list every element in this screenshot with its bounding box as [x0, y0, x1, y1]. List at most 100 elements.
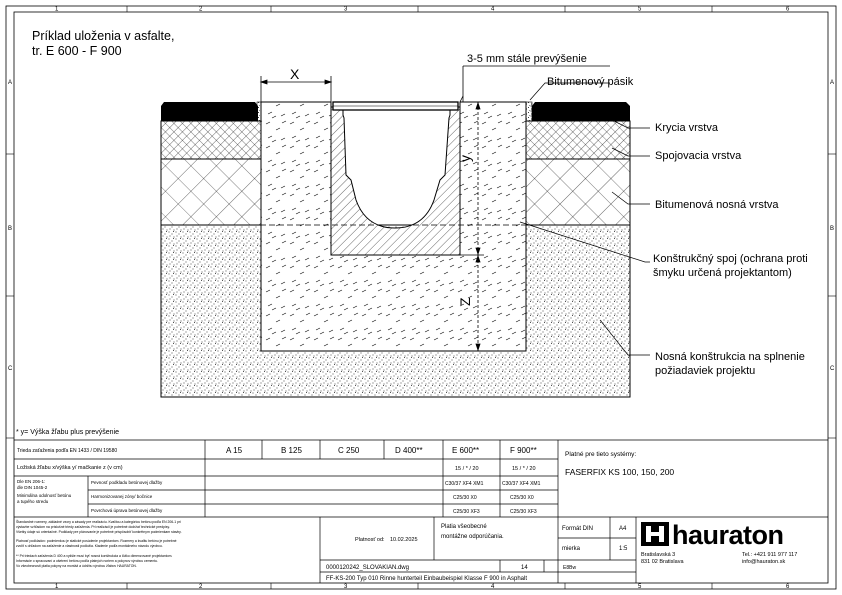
company-name: hauraton: [672, 520, 784, 550]
format-val: A4: [619, 526, 627, 532]
company-addr1: Bratislavská 3: [641, 552, 675, 558]
col-label-2b: 2: [199, 584, 203, 590]
row-label-b: B: [8, 226, 12, 232]
col-label-3: 3: [344, 7, 348, 13]
label-support-1: Nosná konštrukcia na splnenie: [655, 351, 805, 363]
overhang-indicator: [459, 65, 610, 103]
col-label-5: 5: [638, 7, 642, 13]
class-f900: F 900**: [510, 446, 537, 455]
dimension-x-label: X: [290, 66, 300, 82]
cover-layer-left: [161, 102, 258, 121]
col-label-4: 4: [491, 7, 495, 13]
row-lat-label: Harmonizovanej zóny/ bočnice: [91, 494, 153, 499]
binder-layer-left: [160, 120, 262, 160]
hauraton-logo: hauraton: [641, 520, 784, 550]
col-label-1b: 1: [55, 584, 59, 590]
row-fill-label: Povrchová úprava betónovej dlažby: [91, 508, 163, 513]
base-layer-left: [160, 158, 262, 226]
note-2b: zvoliť s ohľadom na zaťaženie a vlastnos…: [16, 544, 163, 548]
col-label-3b: 3: [344, 584, 348, 590]
footer-title: FF-KS-200 Typ 010 Rinne hunterteil Einba…: [326, 576, 527, 582]
row-foundation-e600: C30/37 XF4 XM1: [445, 481, 484, 487]
row-xyz-e600: 15 / * / 20: [455, 466, 479, 472]
col-label-5b: 5: [638, 584, 642, 590]
note-3c: Vo všeobecnosti platia pokyny na montáž …: [16, 564, 137, 568]
row-label-a-right: A: [830, 80, 834, 86]
title-line-2: tr. E 600 - F 900: [32, 44, 122, 58]
row-xyz-label: Ložiská žľabu x/výška y/ mačkanie z (v c…: [17, 465, 123, 471]
table-class-header: Trieda zaťaženia podľa EN 1433 / DIN 195…: [17, 448, 117, 454]
label-overhang: 3-5 mm stále prevýšenie: [467, 53, 587, 65]
scale-label: mierka: [562, 546, 581, 552]
row-foundation-label: Pevnosť podkladu betónovej dlažby: [91, 480, 163, 485]
base-layer-right: [525, 158, 631, 226]
footnote: * y= Výška žľabu plus prevýšenie: [16, 429, 119, 436]
spec-table: [14, 439, 828, 583]
col-label-6b: 6: [786, 584, 790, 590]
col-label-2: 2: [199, 7, 203, 13]
row-foundation-f900: C30/37 XF4 XM1: [502, 481, 541, 487]
label-support-2: požiadaviek projektu: [655, 365, 755, 377]
cover-layer-right: [532, 102, 630, 121]
plate-note-1: Platia všeobecné: [441, 524, 487, 530]
note-3b: Informácie o spracovaní a ošetrení betón…: [16, 559, 158, 563]
class-e600: E 600**: [452, 446, 479, 455]
status: E8Bw: [563, 565, 576, 571]
notes: Štandardné rozmery, základné vzory a zás…: [16, 519, 182, 568]
doc-number: 0000120242_SLOVAKIAN.dwg: [326, 565, 409, 571]
scale-val: 1:5: [619, 546, 628, 552]
side-label-4: a tupého stredu: [17, 499, 49, 504]
note-1a: Štandardné rozmery, základné vzory a zás…: [16, 519, 181, 524]
note-2a: Platnosť podkladov: podmienkou je static…: [16, 539, 177, 543]
dimension-z-label: Z: [457, 297, 473, 306]
note-1c: Všetky údaje sú orientačné. Podklady pre…: [16, 530, 182, 534]
row-label-b-right: B: [830, 226, 834, 232]
label-joint-2: šmyku určená projektantom): [653, 267, 792, 279]
class-b125: B 125: [281, 446, 302, 455]
row-lat-f900: C25/30 X0: [510, 495, 534, 501]
dimension-yz: [460, 101, 484, 352]
company-addr2: 831 02 Bratislava: [641, 559, 684, 565]
binder-layer-right: [525, 120, 631, 160]
inner-frame: [13, 11, 829, 584]
plate-date: 10.02.2025: [390, 537, 418, 543]
company-email: info@hauraton.sk: [742, 559, 785, 565]
valid-systems: FASERFIX KS 100, 150, 200: [565, 467, 674, 477]
row-label-a: A: [8, 80, 12, 86]
bitumen-strip-right: [525, 101, 533, 122]
row-label-c: C: [8, 366, 13, 372]
company-phone: Tel.: +421 911 977 117: [742, 552, 797, 558]
label-binder-layer: Spojovacia vrstva: [655, 150, 742, 162]
class-c250: C 250: [338, 446, 360, 455]
side-label-1: Dle EN 206-1:: [17, 479, 45, 484]
side-label-2: dle DIN 1045-2: [17, 485, 48, 490]
plate-note-2: montážne odporúčania.: [441, 534, 504, 540]
class-d400: D 400**: [395, 446, 423, 455]
grid-labels: 1 2 3 4 5 6 1 2 3 4 5 6 A B C A B C: [8, 7, 835, 591]
sheet-number: 14: [521, 565, 528, 571]
note-3a: ** Pri triedach zaťaženia D 400 a vyššie…: [16, 554, 172, 558]
note-1b: výstavbe vzhľadom na príslušné triedy za…: [16, 525, 170, 529]
leader-lines: [519, 82, 650, 356]
row-xyz-f900: 15 / * / 20: [512, 466, 536, 472]
col-label-4b: 4: [491, 584, 495, 590]
row-label-c-right: C: [830, 366, 835, 372]
label-base-layer: Bitumenová nosná vrstva: [655, 199, 779, 211]
dimension-y-label: y: [457, 155, 473, 162]
label-bitumen-strip: Bitumenový pásik: [547, 76, 634, 88]
row-lat-e600: C25/30 X0: [453, 495, 477, 501]
format-label: Formát DIN: [562, 526, 593, 532]
valid-systems-label: Platné pre tieto systémy:: [565, 451, 636, 458]
plate-label: Platnosť od:: [355, 537, 385, 543]
label-cover-layer: Krycia vrstva: [655, 122, 719, 134]
side-label-3: Minimálna odolnosť betónu: [17, 493, 72, 498]
cross-section: X y Z: [160, 65, 650, 398]
col-label-6: 6: [786, 7, 790, 13]
title-line-1: Príklad uloženia v asfalte,: [32, 29, 174, 43]
col-label-1: 1: [55, 7, 59, 13]
row-fill-f900: C25/30 XF3: [510, 509, 537, 515]
class-a15: A 15: [226, 446, 243, 455]
row-fill-e600: C25/30 XF3: [453, 509, 480, 515]
dimension-x: [259, 76, 333, 102]
